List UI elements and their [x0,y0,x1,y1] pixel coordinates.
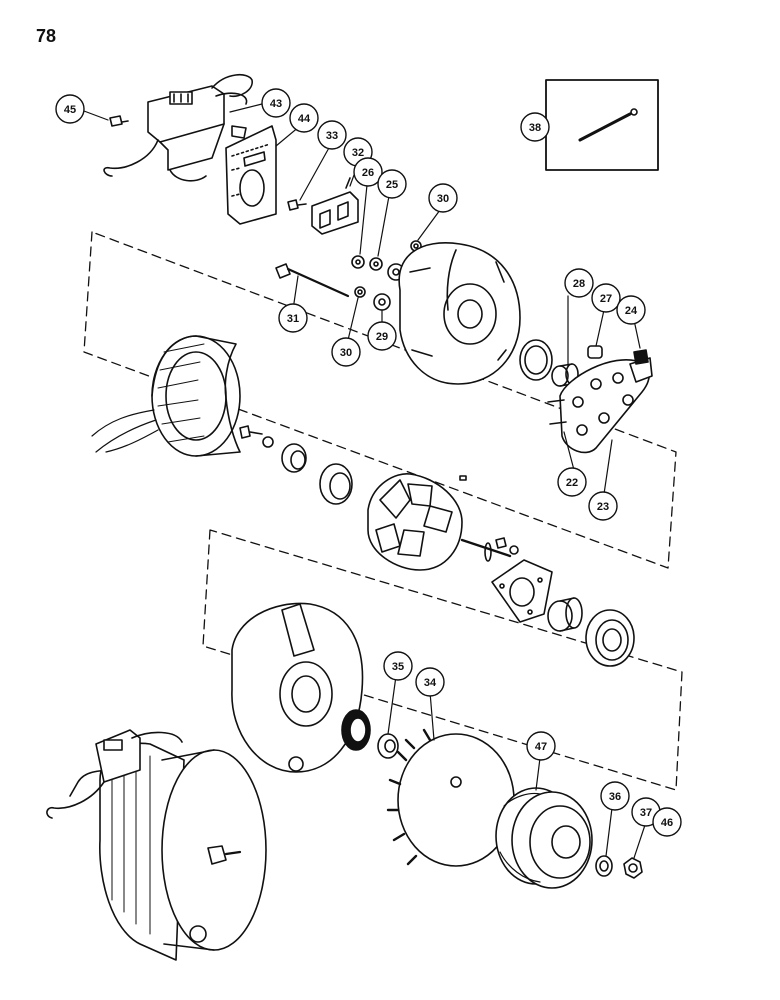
callout-label: 46 [661,817,673,829]
nut-30-lower [354,286,366,298]
washer-29 [373,293,391,311]
spacer-sleeve [547,597,583,632]
callout-label: 27 [600,293,612,305]
nut-26 [351,255,365,269]
callout-43: 43 [261,88,291,118]
callout-label: 30 [340,347,352,359]
assembled-alternator [46,729,267,961]
washer-25 [369,257,383,271]
slip-ring-bearing [319,463,353,505]
slip-ring-end-frame [398,242,521,385]
brush-holder-32 [311,177,359,235]
callout-28: 28 [564,268,594,298]
callout-46: 46 [652,807,682,837]
callout-45: 45 [55,94,85,124]
callout-label: 38 [529,122,541,134]
callout-22: 22 [557,467,587,497]
rectifier-bridge-23 [559,357,653,454]
callout-label: 26 [362,167,374,179]
callout-35: 35 [383,651,413,681]
callout-47: 47 [526,731,556,761]
bearing-retainer [491,559,553,623]
callout-26: 26 [353,157,383,187]
callout-33: 33 [317,120,347,150]
screw-and-washer [495,537,519,555]
callout-label: 36 [609,791,621,803]
diode-24 [633,349,649,365]
callout-30-lower: 30 [331,337,361,367]
through-bolt-31 [275,263,350,298]
callout-label: 22 [566,477,578,489]
callout-25: 25 [377,169,407,199]
callout-24: 24 [616,295,646,325]
stud-22 [547,399,567,425]
callout-label: 29 [376,331,388,343]
seal-ring [519,339,553,381]
page-number: 78 [36,26,57,46]
callout-label: 47 [535,741,547,753]
voltage-regulator-43 [103,73,253,182]
callout-label: 45 [64,104,76,116]
pulley-47 [495,787,593,889]
screw-33 [287,199,307,211]
callout-label: 44 [298,113,311,125]
key-pin [459,475,467,481]
callout-38: 38 [520,112,550,142]
callout-label: 30 [437,193,449,205]
callout-label: 37 [640,807,652,819]
callout-34: 34 [415,667,445,697]
callout-label: 28 [573,278,585,290]
rotor [367,473,512,571]
callout-label: 24 [625,305,638,317]
callout-36: 36 [600,781,630,811]
callouts: 45 43 44 33 32 26 25 30 31 30 29 38 28 2… [55,88,682,837]
leader-lines [83,103,647,859]
lock-washer-36 [595,855,613,877]
bushing-27 [587,345,603,359]
callout-label: 32 [352,147,364,159]
lower-dashed-outline [202,529,683,791]
callout-label: 35 [392,661,404,673]
screw-45 [109,115,129,127]
callout-label: 31 [287,313,299,325]
callout-label: 43 [270,98,282,110]
callout-29: 29 [367,321,397,351]
drive-end-bearing [585,609,635,667]
callout-label: 34 [424,677,437,689]
fan-34 [386,728,515,867]
spacer-35 [377,733,399,759]
brush-pin-38 [578,108,638,142]
callout-label: 25 [386,179,398,191]
pulley-nut-37 [623,857,643,879]
callout-44: 44 [289,103,319,133]
bolt-and-spacer [239,425,307,473]
inset-box [545,79,659,171]
callout-31: 31 [278,303,308,333]
callout-30-upper: 30 [428,183,458,213]
callout-label: 23 [597,501,609,513]
stator [91,335,241,457]
callout-23: 23 [588,491,618,521]
drive-end-frame [231,602,364,773]
gasket-44 [225,125,277,225]
callout-label: 33 [326,130,338,142]
oil-seal [341,709,371,751]
callout-27: 27 [591,283,621,313]
